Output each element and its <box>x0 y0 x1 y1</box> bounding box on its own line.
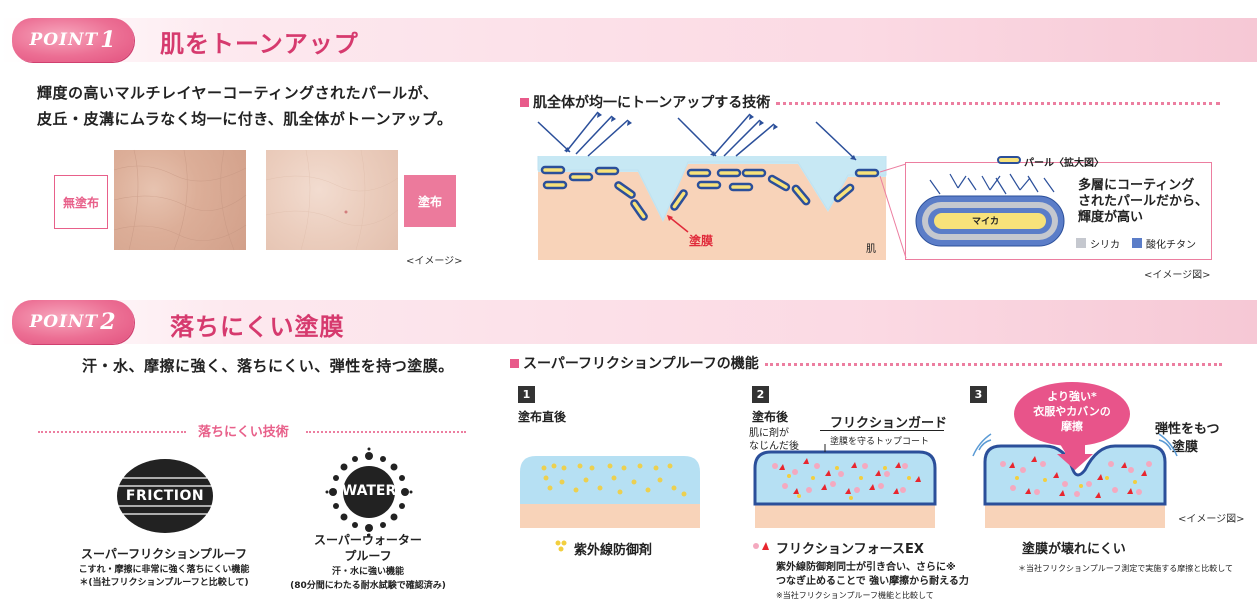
step3-number: 3 <box>970 386 987 403</box>
step2-label: 塗布後 <box>752 410 789 424</box>
point1-badge-num: 1 <box>100 27 117 53</box>
legend-silica-swatch <box>1076 238 1086 248</box>
pearl-zoom-connector <box>879 163 907 259</box>
pearl-enlarged <box>915 173 1065 247</box>
friction-diagram-title: スーパーフリクションプルーフの機能 <box>510 353 1222 373</box>
friction-desc1: こすれ・摩擦に非常に強く落ちにくい機能 <box>78 565 250 575</box>
film-no-break-label: 塗膜が壊れにくい <box>1022 542 1126 557</box>
title-square-icon <box>510 358 519 368</box>
water-logo-icon <box>325 447 413 537</box>
point1-lead-line1: 輝度の高いマルチレイヤーコーティングされたパールが、 <box>37 84 439 102</box>
tech-title-dots-right <box>306 431 466 433</box>
tone-up-diagram <box>537 111 887 260</box>
step2-number: 2 <box>752 386 769 403</box>
legend-silica-label: シリカ <box>1090 240 1120 251</box>
friction-diagram-title-text: スーパーフリクションプルーフの機能 <box>523 356 759 372</box>
step1-label: 塗布直後 <box>518 410 567 424</box>
uv-agent-label: 紫外線防御剤 <box>574 543 653 558</box>
bubble-line3: 摩擦 <box>1061 420 1083 433</box>
step2-diagram <box>753 444 937 528</box>
diagram2-image-note: <イメージ図> <box>1178 514 1245 525</box>
pearl-icon-small <box>997 156 1021 164</box>
friction-force-label: フリクションフォースEX <box>776 542 924 557</box>
water-desc2: (80分間にわたる耐水試験で確認済み) <box>290 581 446 591</box>
step2-sub2: なじんだ後 <box>749 441 799 452</box>
step1-number: 1 <box>518 386 535 403</box>
friction-name: スーパーフリクションプルーフ <box>80 547 248 561</box>
friction-guard-sub: 塗膜を守るトップコート <box>830 437 930 447</box>
tone-up-diagram-title: 肌全体が均一にトーンアップする技術 <box>520 92 1220 112</box>
point1-header-band <box>0 18 1257 62</box>
elastic-film-line2: 塗膜 <box>1172 440 1199 455</box>
footnote: ＊当社フリクションプルーフ測定で実施する摩擦と比較して <box>1018 564 1234 573</box>
title-dots <box>764 362 1222 366</box>
diagram1-image-note: <イメージ図> <box>1144 270 1211 281</box>
step1-diagram <box>520 456 700 528</box>
point1-lead-line2: 皮丘・皮溝にムラなく均一に付き、肌全体がトーンアップ。 <box>37 110 453 128</box>
friction-guard-underline <box>820 430 944 431</box>
pearl-desc-line1: 多層にコーティング <box>1078 178 1195 193</box>
skin-photo-before <box>113 149 247 251</box>
step2-sub1: 肌に剤が <box>749 428 789 439</box>
point2-heading: 落ちにくい塗膜 <box>170 313 345 341</box>
film-label: 塗膜 <box>689 234 714 248</box>
skin-texture-after <box>265 149 399 251</box>
point2-badge-num: 2 <box>100 309 117 335</box>
point1-badge-text: POINT <box>29 30 99 50</box>
point2-lead: 汗・水、摩擦に強く、落ちにくい、弾性を持つ塗膜。 <box>82 357 454 375</box>
friction-logo-text: FRICTION <box>125 488 205 504</box>
water-logo-text: WATER <box>341 483 397 499</box>
pearl-label: パール〈拡大図〉 <box>1024 158 1104 169</box>
label-after: 塗布 <box>404 175 456 227</box>
title-dots <box>776 101 1220 105</box>
skin-texture-before <box>113 149 247 251</box>
point2-header-band <box>0 300 1257 344</box>
friction-desc2: ＊(当社フリクションプルーフと比較して) <box>79 578 249 588</box>
title-square-icon <box>520 97 529 107</box>
mica-label: マイカ <box>972 217 1000 227</box>
point1-heading: 肌をトーンアップ <box>160 30 359 58</box>
pearl-desc-line3: 輝度が高い <box>1078 210 1144 225</box>
friction-force-desc2: つなぎ止めることで 強い摩擦から耐える力 <box>776 576 969 587</box>
water-desc1: 汗・水に強い機能 <box>331 567 404 577</box>
tech-title: 落ちにくい技術 <box>198 425 289 440</box>
skin-label: 肌 <box>866 244 876 255</box>
elastic-film-line1: 弾性をもつ <box>1155 422 1220 437</box>
legend-titanium-label: 酸化チタン <box>1146 240 1196 251</box>
water-name1: スーパーウォーター <box>314 533 422 547</box>
label-before: 無塗布 <box>54 175 108 229</box>
tone-up-diagram-title-text: 肌全体が均一にトーンアップする技術 <box>533 95 771 111</box>
bubble-line1: より強い* <box>1047 390 1097 403</box>
point1-lead: 輝度の高いマルチレイヤーコーティングされたパールが、 皮丘・皮溝にムラなく均一に… <box>37 80 453 132</box>
uv-agent-icon <box>555 540 567 552</box>
pearl-desc: 多層にコーティング されたパールだから、 輝度が高い <box>1078 178 1208 226</box>
pearl-desc-line2: されたパールだから、 <box>1078 194 1209 209</box>
friction-force-note: ※当社フリクションプルーフ機能と比較して <box>776 591 934 600</box>
friction-logo-icon <box>116 459 214 533</box>
bubble-line2: 衣服やカバンの <box>1033 405 1111 418</box>
water-name2: プルーフ <box>344 549 392 563</box>
friction-guard-label: フリクションガード <box>830 416 948 431</box>
tech-title-dots-left <box>38 431 186 433</box>
friction-force-desc1: 紫外線防御剤同士が引き合い、さらに※ <box>776 562 956 573</box>
friction-force-icon <box>753 542 769 550</box>
step3-diagram <box>972 433 1178 528</box>
skin-photo-after <box>265 149 399 251</box>
point2-badge-text: POINT <box>29 312 99 332</box>
legend-titanium-swatch <box>1132 238 1142 248</box>
point1-image-note: <イメージ> <box>406 256 463 267</box>
